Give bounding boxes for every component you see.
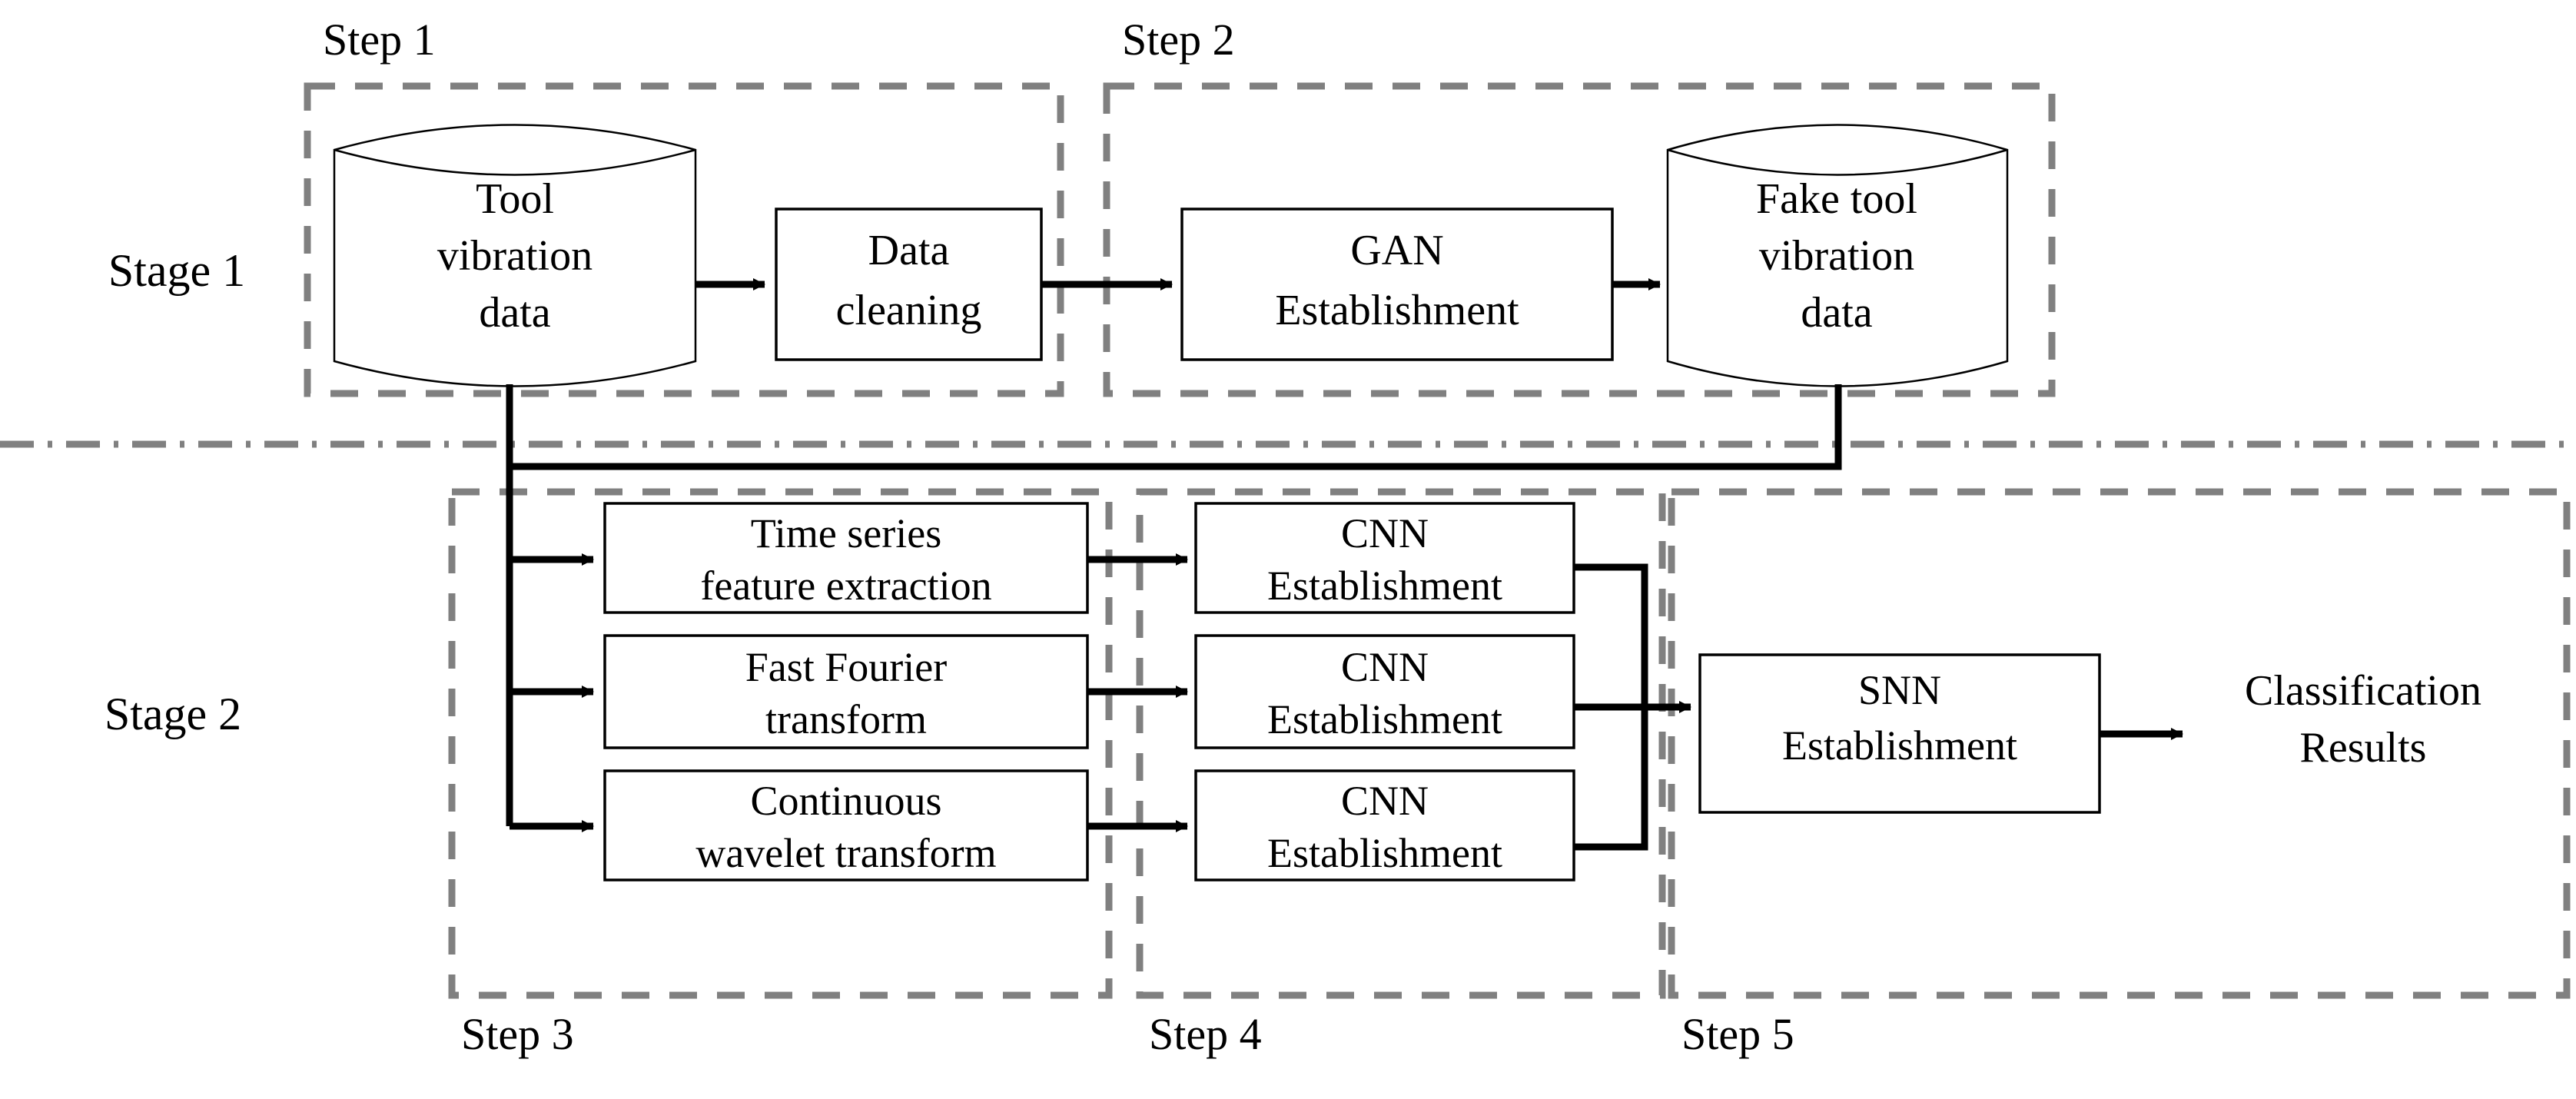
gan-establishment-box [1180, 208, 1614, 361]
step4-group-box [1136, 488, 1666, 999]
snn-establishment-box [1698, 653, 2101, 814]
data-cleaning-box [775, 208, 1043, 361]
fast-fourier-transform-box [603, 634, 1089, 749]
continuous-wavelet-transform-box [603, 769, 1089, 882]
connector-fake-to-stage2 [510, 384, 1842, 470]
tool-vibration-data-cylinder [333, 124, 697, 387]
step5-group-box [1668, 488, 2571, 999]
cnn-establishment-1-box [1194, 502, 1575, 614]
step3-group-box [448, 488, 1113, 999]
cnn-establishment-3-box [1194, 769, 1575, 882]
fake-tool-vibration-data-cylinder [1666, 124, 2009, 387]
cnn-establishment-2-box [1194, 634, 1575, 749]
time-series-feature-extraction-box [603, 502, 1089, 614]
step2-group-box [1103, 82, 2056, 397]
step1-group-box [304, 82, 1064, 397]
